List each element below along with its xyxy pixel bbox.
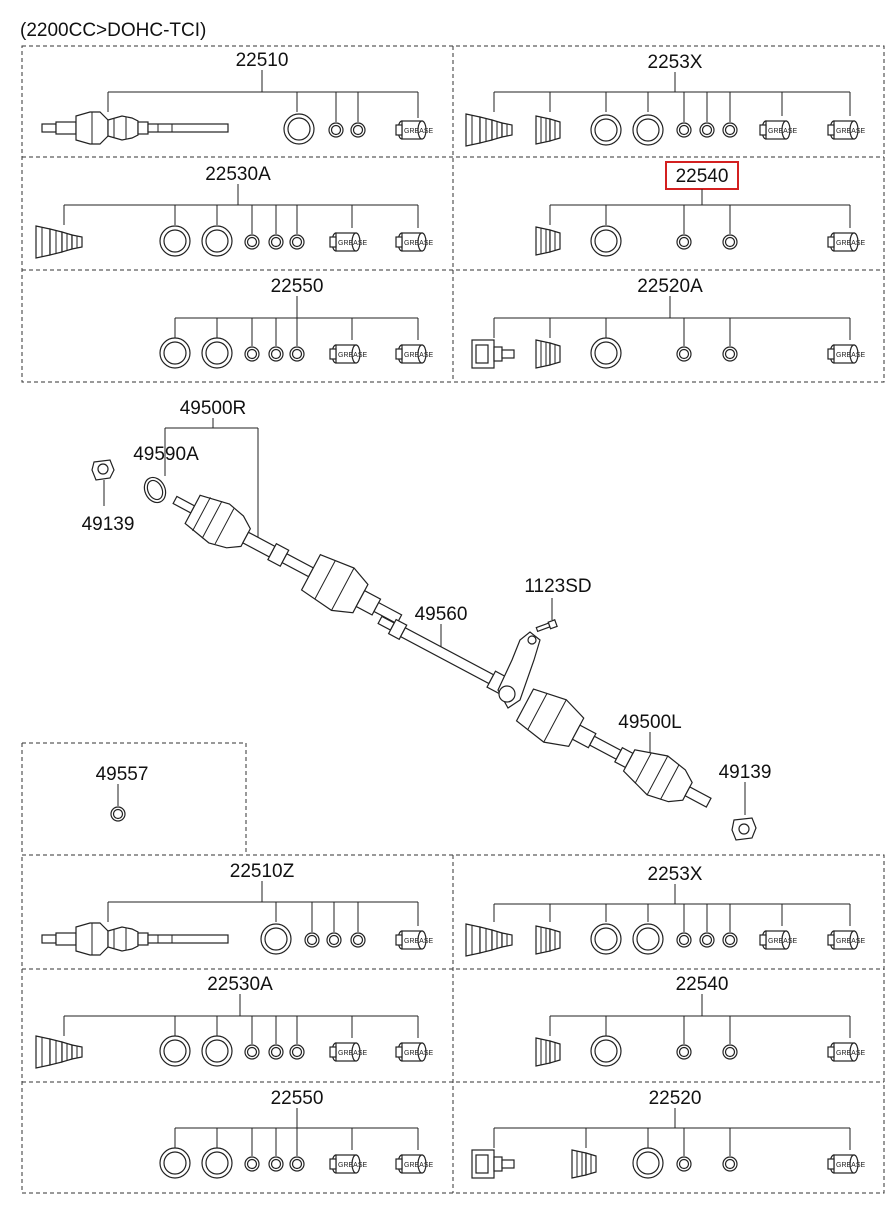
part-number-label: 22530A xyxy=(205,164,271,185)
washer-icon xyxy=(110,806,126,822)
drive-shaft-icon xyxy=(41,111,229,145)
svg-text:GREASE: GREASE xyxy=(338,240,368,247)
left-shaft-icon xyxy=(515,688,712,808)
part-number-label: 22540 xyxy=(676,166,729,187)
right-shaft-icon xyxy=(172,494,403,625)
part-number-label: 2253X xyxy=(648,864,703,885)
label-49500L: 49500L xyxy=(618,712,681,733)
label-49139-right: 49139 xyxy=(82,514,135,535)
svg-text:GREASE: GREASE xyxy=(338,1162,368,1169)
kit-2253X[interactable]: 2253X GREASE GREASE xyxy=(465,52,866,147)
part-number-label: 22550 xyxy=(271,1088,324,1109)
kit-22520A[interactable]: 22520A GREASE xyxy=(471,276,866,369)
part-number-label: 22510 xyxy=(236,50,289,71)
part-number-label: 22520A xyxy=(637,276,703,297)
svg-text:GREASE: GREASE xyxy=(338,352,368,359)
svg-text:GREASE: GREASE xyxy=(836,352,866,359)
label-49139-left: 49139 xyxy=(719,762,772,783)
svg-text:GREASE: GREASE xyxy=(768,128,798,135)
kit-22540[interactable]: 22540 GREASE xyxy=(535,161,866,257)
bottom-kit-grid xyxy=(21,854,885,1194)
drive-shaft-icon xyxy=(41,922,229,956)
svg-text:GREASE: GREASE xyxy=(404,1162,434,1169)
bolt-icon xyxy=(535,619,558,633)
svg-text:GREASE: GREASE xyxy=(404,938,434,945)
label-1123SD: 1123SD xyxy=(524,576,591,597)
svg-text:GREASE: GREASE xyxy=(836,240,866,247)
kit-22510[interactable]: 22510 GREASE xyxy=(41,50,434,145)
svg-text:GREASE: GREASE xyxy=(404,128,434,135)
svg-text:GREASE: GREASE xyxy=(836,128,866,135)
page-title: (2200CC>DOHC-TCI) xyxy=(20,20,206,41)
kit-2253X-bottom[interactable]: 2253X GREASE GREASE xyxy=(465,864,866,957)
label-49560: 49560 xyxy=(415,604,468,625)
main-assembly: 49500R 49590A 49139 49560 xyxy=(82,398,772,841)
nut-icon xyxy=(91,459,115,481)
svg-text:GREASE: GREASE xyxy=(404,240,434,247)
svg-text:GREASE: GREASE xyxy=(836,938,866,945)
svg-text:GREASE: GREASE xyxy=(836,1050,866,1057)
svg-text:GREASE: GREASE xyxy=(338,1050,368,1057)
label-49500R: 49500R xyxy=(180,398,247,419)
label-49590A: 49590A xyxy=(133,444,199,465)
part-number-label: 22520 xyxy=(649,1088,702,1109)
nut-icon xyxy=(731,817,757,841)
seal-ring-icon xyxy=(143,476,167,504)
part-number-label: 22530A xyxy=(207,974,273,995)
kit-22540-bottom[interactable]: 22540 GREASE xyxy=(535,974,866,1067)
part-number-label: 22540 xyxy=(676,974,729,995)
part-number-label: 22550 xyxy=(271,276,324,297)
kit-22510Z[interactable]: 22510Z GREASE xyxy=(41,861,434,956)
kit-22550[interactable]: 22550 GREASE GREASE xyxy=(159,276,434,369)
svg-text:GREASE: GREASE xyxy=(768,938,798,945)
bracket-icon xyxy=(497,631,541,709)
top-kit-grid xyxy=(21,45,885,383)
part-number-label: 22510Z xyxy=(230,861,295,882)
kit-22550-bottom[interactable]: 22550 GREASE GREASE xyxy=(159,1088,434,1179)
svg-text:GREASE: GREASE xyxy=(404,1050,434,1057)
part-number-label: 2253X xyxy=(648,52,703,73)
part-49557-box[interactable]: 49557 xyxy=(21,742,247,855)
kit-22530A-bottom[interactable]: 22530A GREASE GREASE xyxy=(35,974,434,1069)
svg-text:GREASE: GREASE xyxy=(404,352,434,359)
label-49557: 49557 xyxy=(96,764,149,785)
kit-22520-bottom[interactable]: 22520 GREASE xyxy=(471,1088,866,1179)
kit-22530A[interactable]: 22530A GREASE GREASE xyxy=(35,164,434,259)
svg-text:GREASE: GREASE xyxy=(836,1162,866,1169)
